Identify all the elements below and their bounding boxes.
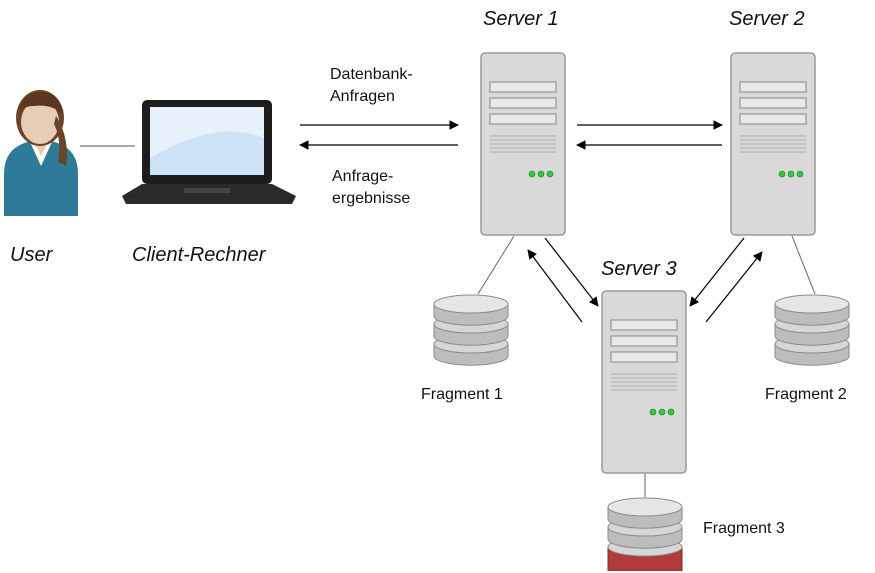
result-label-line1: Anfrage- (332, 168, 394, 185)
database-fragment-1-icon (433, 294, 509, 366)
request-label-line1: Datenbank- (330, 66, 413, 83)
server-1-icon (480, 52, 566, 236)
fragment-3-label: Fragment 3 (703, 520, 785, 537)
fragment-2-label: Fragment 2 (765, 386, 847, 403)
server-2-label: Server 2 (729, 8, 805, 30)
server-3-label: Server 3 (601, 258, 677, 280)
s2-fragment2-link (791, 235, 816, 295)
client-label: Client-Rechner (132, 244, 266, 266)
s1-fragment1-link (477, 235, 515, 295)
result-label-line2: ergebnisse (332, 190, 411, 207)
database-fragment-3-icon (607, 497, 683, 571)
database-fragment-2-icon (774, 294, 850, 366)
server-2-icon (730, 52, 816, 236)
s2-s3-arrow (689, 237, 745, 307)
fragment-1-label: Fragment 1 (421, 386, 503, 403)
user-icon (4, 90, 78, 216)
server-1-label: Server 1 (483, 8, 559, 30)
server-3-icon (601, 290, 687, 474)
laptop-icon (122, 100, 296, 204)
s3-s2-arrow (705, 251, 763, 323)
user-label: User (10, 244, 53, 266)
s1-s3-arrow (544, 237, 599, 307)
request-label-line2: Anfragen (330, 88, 395, 105)
s3-s1-arrow (527, 249, 583, 323)
